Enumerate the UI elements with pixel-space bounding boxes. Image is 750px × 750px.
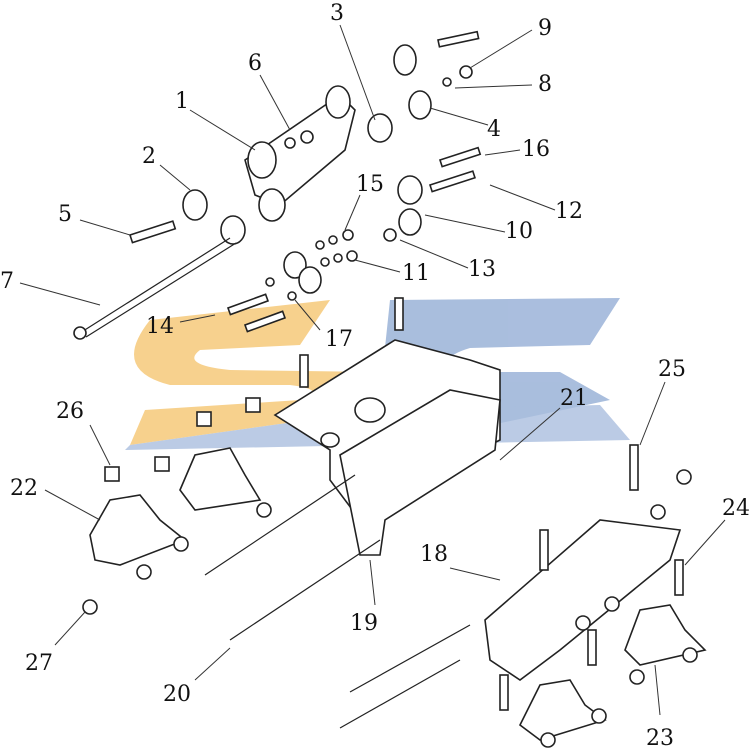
callout-25: 25 xyxy=(658,357,686,382)
callout-10: 10 xyxy=(505,219,533,244)
callout-9: 9 xyxy=(538,16,552,41)
rubber-mounts xyxy=(82,397,707,748)
callout-16: 16 xyxy=(522,137,550,162)
callout-6: 6 xyxy=(248,51,262,76)
callout-12: 12 xyxy=(555,199,583,224)
callout-19: 19 xyxy=(350,611,378,636)
callout-15: 15 xyxy=(356,172,384,197)
callout-8: 8 xyxy=(538,72,552,97)
callout-11: 11 xyxy=(402,261,430,286)
upper-mount-assembly xyxy=(73,30,482,340)
callout-20: 20 xyxy=(163,682,191,707)
callout-7: 7 xyxy=(0,269,14,294)
callout-13: 13 xyxy=(468,257,496,282)
callout-21: 21 xyxy=(560,386,588,411)
callout-3: 3 xyxy=(330,1,344,26)
callout-5: 5 xyxy=(58,202,72,227)
callout-23: 23 xyxy=(646,726,674,750)
callout-14: 14 xyxy=(146,314,174,339)
callout-17: 17 xyxy=(325,327,353,352)
lower-right-bracket xyxy=(339,444,684,729)
callout-4: 4 xyxy=(487,117,501,142)
leader-lines xyxy=(19,24,726,716)
callout-24: 24 xyxy=(722,496,750,521)
main-bracket xyxy=(204,297,501,641)
callout-18: 18 xyxy=(420,542,448,567)
callout-2: 2 xyxy=(142,144,156,169)
callout-22: 22 xyxy=(10,476,38,501)
callout-1: 1 xyxy=(175,89,189,114)
callout-26: 26 xyxy=(56,399,84,424)
callout-27: 27 xyxy=(25,651,53,676)
